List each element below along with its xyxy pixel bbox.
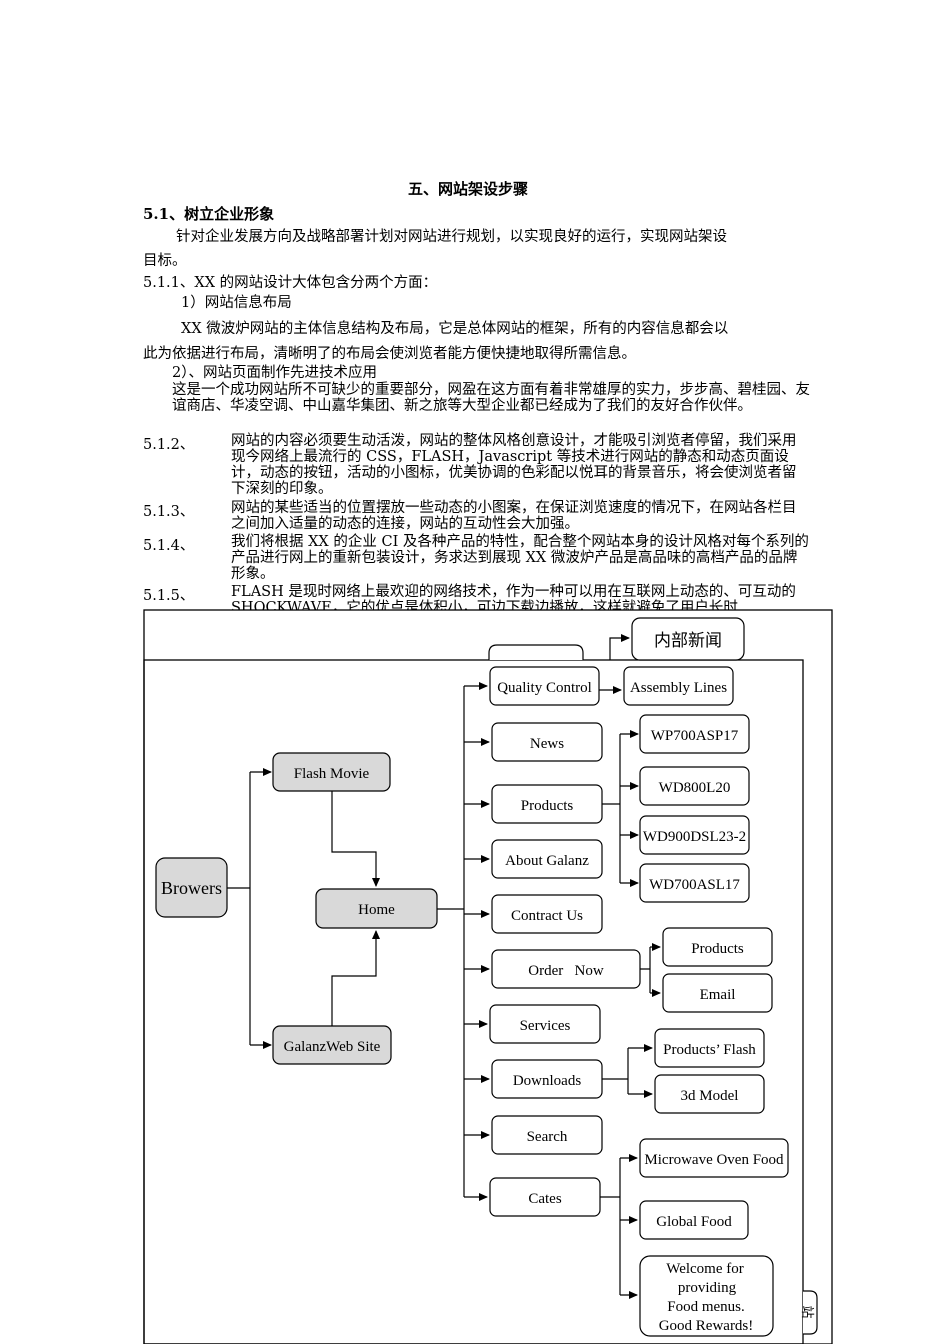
point-1-line-2: 此为依据进行布局，清晰明了的布局会使浏览者能方便快捷地取得所需信息。 (143, 346, 636, 362)
svg-text:Downloads: Downloads (513, 1073, 581, 1089)
point-2-title: 2）、网站页面制作先进技术应用 (172, 365, 377, 381)
top-tab-shape (488, 644, 584, 660)
node-global-food: Global Food (639, 1200, 749, 1240)
node-order-email: Email (662, 973, 773, 1013)
node-3d-model: 3d Model (654, 1074, 765, 1114)
svg-text:WD900DSL23-2: WD900DSL23-2 (643, 829, 746, 845)
order-branch (640, 947, 651, 993)
node-wd700asl17: WD700ASL17 (639, 863, 750, 903)
svg-text:3d Model: 3d Model (681, 1088, 739, 1104)
intro-line-2: 目标。 (143, 253, 187, 269)
item-514-number: 5.1.4、 (143, 538, 195, 554)
node-browers: Browers (155, 857, 228, 918)
svg-text:Welcome for: Welcome for (666, 1261, 744, 1277)
arrow-to-internal-news (609, 634, 630, 660)
svg-text:GalanzWeb Site: GalanzWeb Site (284, 1039, 381, 1055)
node-galanz-site: GalanzWeb Site (272, 1025, 392, 1065)
item-513-body: 网站的某些适当的位置摆放一些动态的小图案，在保证浏览速度的情况下，在网站各栏目之… (231, 500, 797, 532)
point-2-body: 这是一个成功网站所不可缺少的重要部分，网盈在这方面有着非常雄厚的实力，步步高、碧… (172, 382, 810, 414)
node-wd800l20: WD800L20 (639, 766, 750, 806)
svg-text:Order Now: Order Now (528, 963, 604, 979)
svg-text:Email: Email (700, 987, 736, 1003)
svg-text:News: News (530, 736, 564, 752)
node-microwave-oven-food: Microwave Oven Food (639, 1138, 789, 1178)
node-order-products: Products (662, 927, 773, 967)
node-products: Products (491, 784, 603, 824)
node-order-now: Order Now (491, 949, 641, 989)
intro-line-1: 针对企业发展方向及战略部署计划对网站进行规划，以实现良好的运行，实现网站架设 (176, 229, 727, 245)
svg-text:Flash Movie: Flash Movie (294, 766, 370, 782)
clipped-paragraph: 5.1.5、 FLASH 是现时网络上最欢迎的网络技术，作为一种可以用在互联网上… (0, 580, 950, 610)
item-514-body: 我们将根据 XX 的企业 CI 及各种产品的特性，配合整个网站本身的设计风格对每… (231, 534, 809, 582)
svg-text:Products’ Flash: Products’ Flash (663, 1042, 756, 1058)
svg-text:WP700ASP17: WP700ASP17 (651, 728, 739, 744)
point-1-line-1: XX 微波炉网站的主体信息结构及布局，它是总体网站的框架，所有的内容信息都会以 (181, 321, 729, 337)
svg-text:About Galanz: About Galanz (505, 853, 589, 869)
browers-branch (227, 772, 251, 1045)
svg-text:providing: providing (678, 1280, 737, 1296)
svg-text:Good Rewards!: Good Rewards! (659, 1318, 754, 1334)
svg-text:Products: Products (521, 798, 574, 814)
side-tab-shape (803, 1290, 818, 1335)
node-services: Services (489, 1004, 601, 1044)
node-products-flash: Products’ Flash (654, 1028, 765, 1068)
point-1-title: 1）网站信息布局 (181, 295, 292, 311)
node-flash-movie: Flash Movie (272, 752, 391, 792)
node-home: Home (315, 888, 438, 929)
sub-heading: 5.1、树立企业形象 (143, 205, 275, 223)
svg-text:Food menus.: Food menus. (667, 1299, 745, 1315)
section-title: 五、网站架设步骤 (408, 180, 529, 198)
item-515-number: 5.1.5、 (143, 588, 195, 604)
home-to-trunk (437, 686, 465, 1197)
node-news: News (491, 722, 603, 762)
node-assembly-lines: Assembly Lines (623, 666, 734, 706)
node-cates: Cates (489, 1177, 601, 1217)
node-contract-us: Contract Us (491, 894, 603, 934)
connector-lines (227, 634, 661, 1299)
item-511: 5.1.1、XX 的网站设计大体包含分两个方面： (143, 275, 438, 291)
node-about-galanz: About Galanz (491, 839, 603, 879)
svg-text:Quality Control: Quality Control (497, 680, 592, 696)
svg-text:Cates: Cates (528, 1191, 561, 1207)
downloads-branch (602, 1048, 629, 1094)
svg-text:Products: Products (691, 941, 744, 957)
node-quality-control: Quality Control (489, 666, 600, 706)
svg-text:Services: Services (520, 1018, 571, 1034)
svg-text:内部新闻: 内部新闻 (654, 631, 722, 651)
svg-text:Assembly Lines: Assembly Lines (630, 680, 727, 696)
svg-text:Home: Home (358, 902, 395, 918)
item-512-number: 5.1.2、 (143, 437, 195, 453)
svg-text:Search: Search (527, 1129, 568, 1145)
arrow-flash-to-home (331, 791, 380, 887)
cates-branch (600, 1158, 621, 1295)
svg-text:Contract Us: Contract Us (511, 908, 583, 924)
arrow-site-to-home (331, 930, 380, 1026)
node-welcome-note: Welcome for providing Food menus. Good R… (639, 1255, 774, 1337)
svg-text:WD800L20: WD800L20 (659, 780, 731, 796)
svg-text:Global Food: Global Food (656, 1214, 732, 1230)
svg-text:Browers: Browers (161, 878, 222, 898)
item-515-body: FLASH 是现时网络上最欢迎的网络技术，作为一种可以用在互联网上动态的、可互动… (231, 584, 796, 610)
node-downloads: Downloads (491, 1059, 603, 1099)
item-513-number: 5.1.3、 (143, 504, 195, 520)
side-tab-char: 站 (800, 1305, 815, 1318)
products-branch (602, 734, 621, 883)
node-search: Search (491, 1115, 603, 1155)
node-wd900dsl23-2: WD900DSL23-2 (639, 815, 750, 855)
node-internal-news: 内部新闻 (631, 617, 745, 661)
diagram-inner-frame (143, 659, 804, 1344)
item-512-body: 网站的内容必须要生动活泼，网站的整体风格创意设计，才能吸引浏览者停留，我们采用现… (231, 433, 797, 497)
svg-text:WD700ASL17: WD700ASL17 (649, 877, 740, 893)
svg-text:Microwave Oven Food: Microwave Oven Food (644, 1152, 784, 1168)
node-wp700asp17: WP700ASP17 (639, 714, 750, 754)
